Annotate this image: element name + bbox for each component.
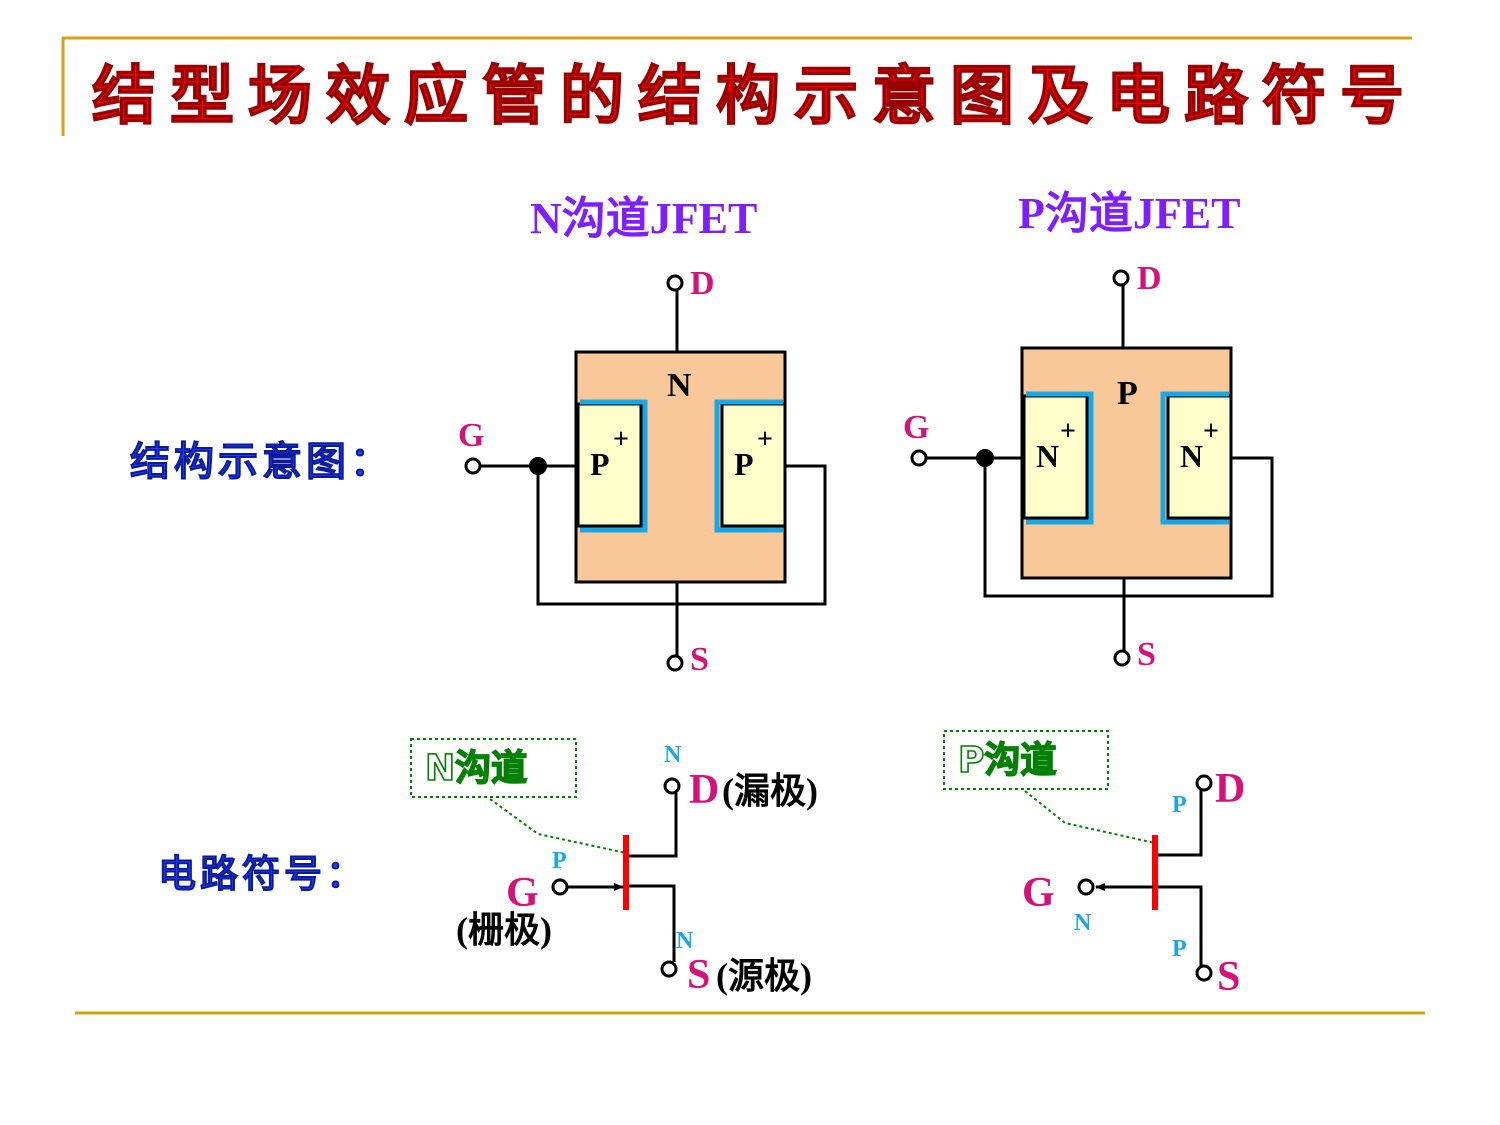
p-gate-label: G: [903, 409, 929, 446]
n-symbol-source-wire: [629, 884, 676, 962]
n-symbol-gate-label: G: [506, 870, 539, 916]
structure-side-label: 结构示意图：: [130, 439, 394, 485]
n-symbol-drain-terminal: [663, 777, 681, 795]
p-symbol-gate-label: G: [1022, 870, 1055, 916]
p-symbol-callout-text: P沟道: [958, 740, 1056, 781]
n-symbol-drain-name: (漏极): [722, 771, 818, 811]
p-left-gate-sup: +: [1060, 416, 1076, 447]
p-left-gate-label: N: [1036, 438, 1059, 474]
p-channel-heading: P沟道JFET: [1018, 189, 1240, 238]
p-symbol-callout-pointer: [1024, 790, 1156, 844]
p-symbol-drain-type: P: [1172, 792, 1187, 818]
p-symbol-source-label: S: [1217, 954, 1240, 1000]
p-right-junction: [1160, 391, 1229, 525]
p-symbol-drain-label: D: [1215, 766, 1245, 812]
n-symbol-source-type: N: [676, 928, 694, 954]
n-symbol-gate-type: P: [552, 848, 567, 874]
n-gate-terminal: [464, 457, 482, 475]
n-symbol-gate-name: (栅极): [456, 910, 552, 950]
p-gate-terminal: [910, 449, 928, 467]
p-left-junction: [1026, 391, 1094, 525]
p-symbol-drain-terminal: [1195, 774, 1213, 792]
p-channel-structure: P沟道JFET D P N + N + G S: [903, 189, 1274, 673]
n-right-gate-sup: +: [757, 424, 773, 455]
n-symbol-source-label: S: [687, 952, 710, 998]
n-symbol-source-name: (源极): [716, 956, 812, 996]
p-symbol-drain-wire: [1158, 790, 1203, 857]
n-drain-terminal: [666, 274, 684, 292]
symbol-side-label: 电路符号：: [158, 852, 368, 896]
n-symbol-drain-wire: [629, 793, 678, 858]
p-drain-terminal: [1112, 269, 1130, 287]
n-channel-heading: N沟道JFET: [530, 194, 757, 243]
p-symbol-gate-terminal: [1077, 878, 1095, 896]
p-right-gate-sup: +: [1203, 416, 1219, 447]
n-symbol-drain-type: N: [664, 742, 682, 768]
n-symbol-drain-label: D: [689, 767, 719, 813]
p-drain-label: D: [1137, 260, 1162, 297]
p-source-terminal: [1113, 649, 1131, 667]
n-channel-structure: N沟道JFET D N P + P + G S: [458, 194, 827, 678]
n-substrate-label: N: [667, 367, 692, 404]
n-right-junction: [714, 399, 783, 533]
p-left-gate-region: [1022, 394, 1089, 520]
n-left-gate-sup: +: [613, 424, 629, 455]
n-source-label: S: [690, 641, 709, 678]
n-symbol-callout-box: [410, 738, 577, 798]
n-symbol-callout-text: N沟道: [425, 748, 527, 789]
p-symbol-callout-box: [943, 730, 1109, 790]
p-channel-symbol: P沟道 P D P S N G: [943, 730, 1245, 1000]
n-symbol-callout-pointer: [489, 798, 627, 854]
n-channel-symbol: N沟道 N D (漏极) N S (源极) P G (栅极): [410, 738, 818, 998]
n-gate-label: G: [458, 417, 484, 454]
p-right-gate-label: N: [1180, 438, 1203, 474]
n-right-gate-label: P: [734, 446, 754, 482]
n-symbol-source-terminal: [660, 960, 678, 978]
p-substrate-label: P: [1117, 375, 1138, 412]
n-left-gate-label: P: [590, 446, 610, 482]
p-symbol-gate-type: N: [1074, 910, 1092, 936]
p-symbol-source-type: P: [1172, 936, 1187, 962]
n-left-gate-region: [576, 402, 643, 528]
p-symbol-source-terminal: [1195, 964, 1213, 982]
n-symbol-gate-terminal: [551, 878, 569, 896]
n-gate-loop-wire: [536, 464, 827, 606]
page-title: 结型场效应管的结构示意图及电路符号: [92, 60, 1418, 134]
n-source-terminal: [666, 654, 684, 672]
p-gate-loop-wire: [983, 456, 1274, 598]
n-drain-label: D: [690, 265, 715, 302]
p-source-label: S: [1137, 636, 1156, 673]
n-left-junction: [580, 399, 648, 533]
p-symbol-source-wire: [1158, 885, 1203, 967]
